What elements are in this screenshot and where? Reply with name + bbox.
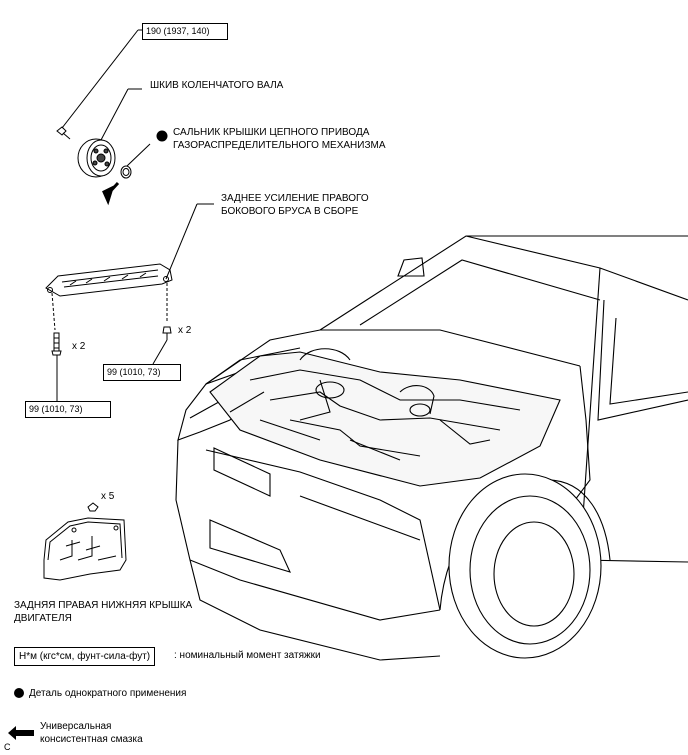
vehicle-outline xyxy=(175,235,688,661)
under-cover-label-line2: ДВИГАТЕЛЯ xyxy=(14,613,72,624)
crank-pulley-label: ШКИВ КОЛЕНЧАТОГО ВАЛА xyxy=(150,80,284,91)
brace-bolt-left-qty: x 2 xyxy=(72,341,86,352)
brace-bolt-left-torque-box: 99 (1010, 73) xyxy=(25,401,111,418)
nonreusable-marker xyxy=(156,130,168,142)
brace-label-line1: ЗАДНЕЕ УСИЛЕНИЕ ПРАВОГО xyxy=(221,193,369,204)
legend-nonreusable-label: Деталь однократного применения xyxy=(29,688,187,699)
pulley-bolt xyxy=(56,29,142,140)
legend-grease-line1: Универсальная xyxy=(40,721,112,732)
legend-nonreusable-marker xyxy=(14,688,24,698)
oil-seal xyxy=(120,143,151,179)
brace-label-line2: БОКОВОГО БРУСА В СБОРЕ xyxy=(221,206,359,217)
engine-under-cover xyxy=(43,517,127,581)
corner-code: C xyxy=(4,742,11,752)
legend-grease-line2: консистентная смазка xyxy=(40,734,143,745)
brace-bolt-right-qty: x 2 xyxy=(178,325,192,336)
legend-torque-box: Н*м (кгс*см, фунт-сила-фут) xyxy=(14,647,156,666)
legend-torque-description: : номинальный момент затяжки xyxy=(174,650,321,661)
oil-seal-label-line1: САЛЬНИК КРЫШКИ ЦЕПНОГО ПРИВОДА xyxy=(173,127,370,138)
pulley-bolt-torque-box: 190 (1937, 140) xyxy=(142,23,228,40)
side-member-brace xyxy=(45,203,214,331)
cover-clip xyxy=(87,502,99,512)
cover-clips-qty: x 5 xyxy=(101,491,115,502)
brace-bolts xyxy=(51,326,172,404)
crankshaft-pulley xyxy=(77,88,142,178)
brace-bolt-right-torque-box: 99 (1010, 73) xyxy=(103,364,181,381)
grease-arrow xyxy=(102,181,120,206)
legend-grease-arrow xyxy=(8,726,34,740)
under-cover-label-line1: ЗАДНЯЯ ПРАВАЯ НИЖНЯЯ КРЫШКА xyxy=(14,600,193,611)
oil-seal-label-line2: ГАЗОРАСПРЕДЕЛИТЕЛЬНОГО МЕХАНИЗМА xyxy=(173,140,386,151)
